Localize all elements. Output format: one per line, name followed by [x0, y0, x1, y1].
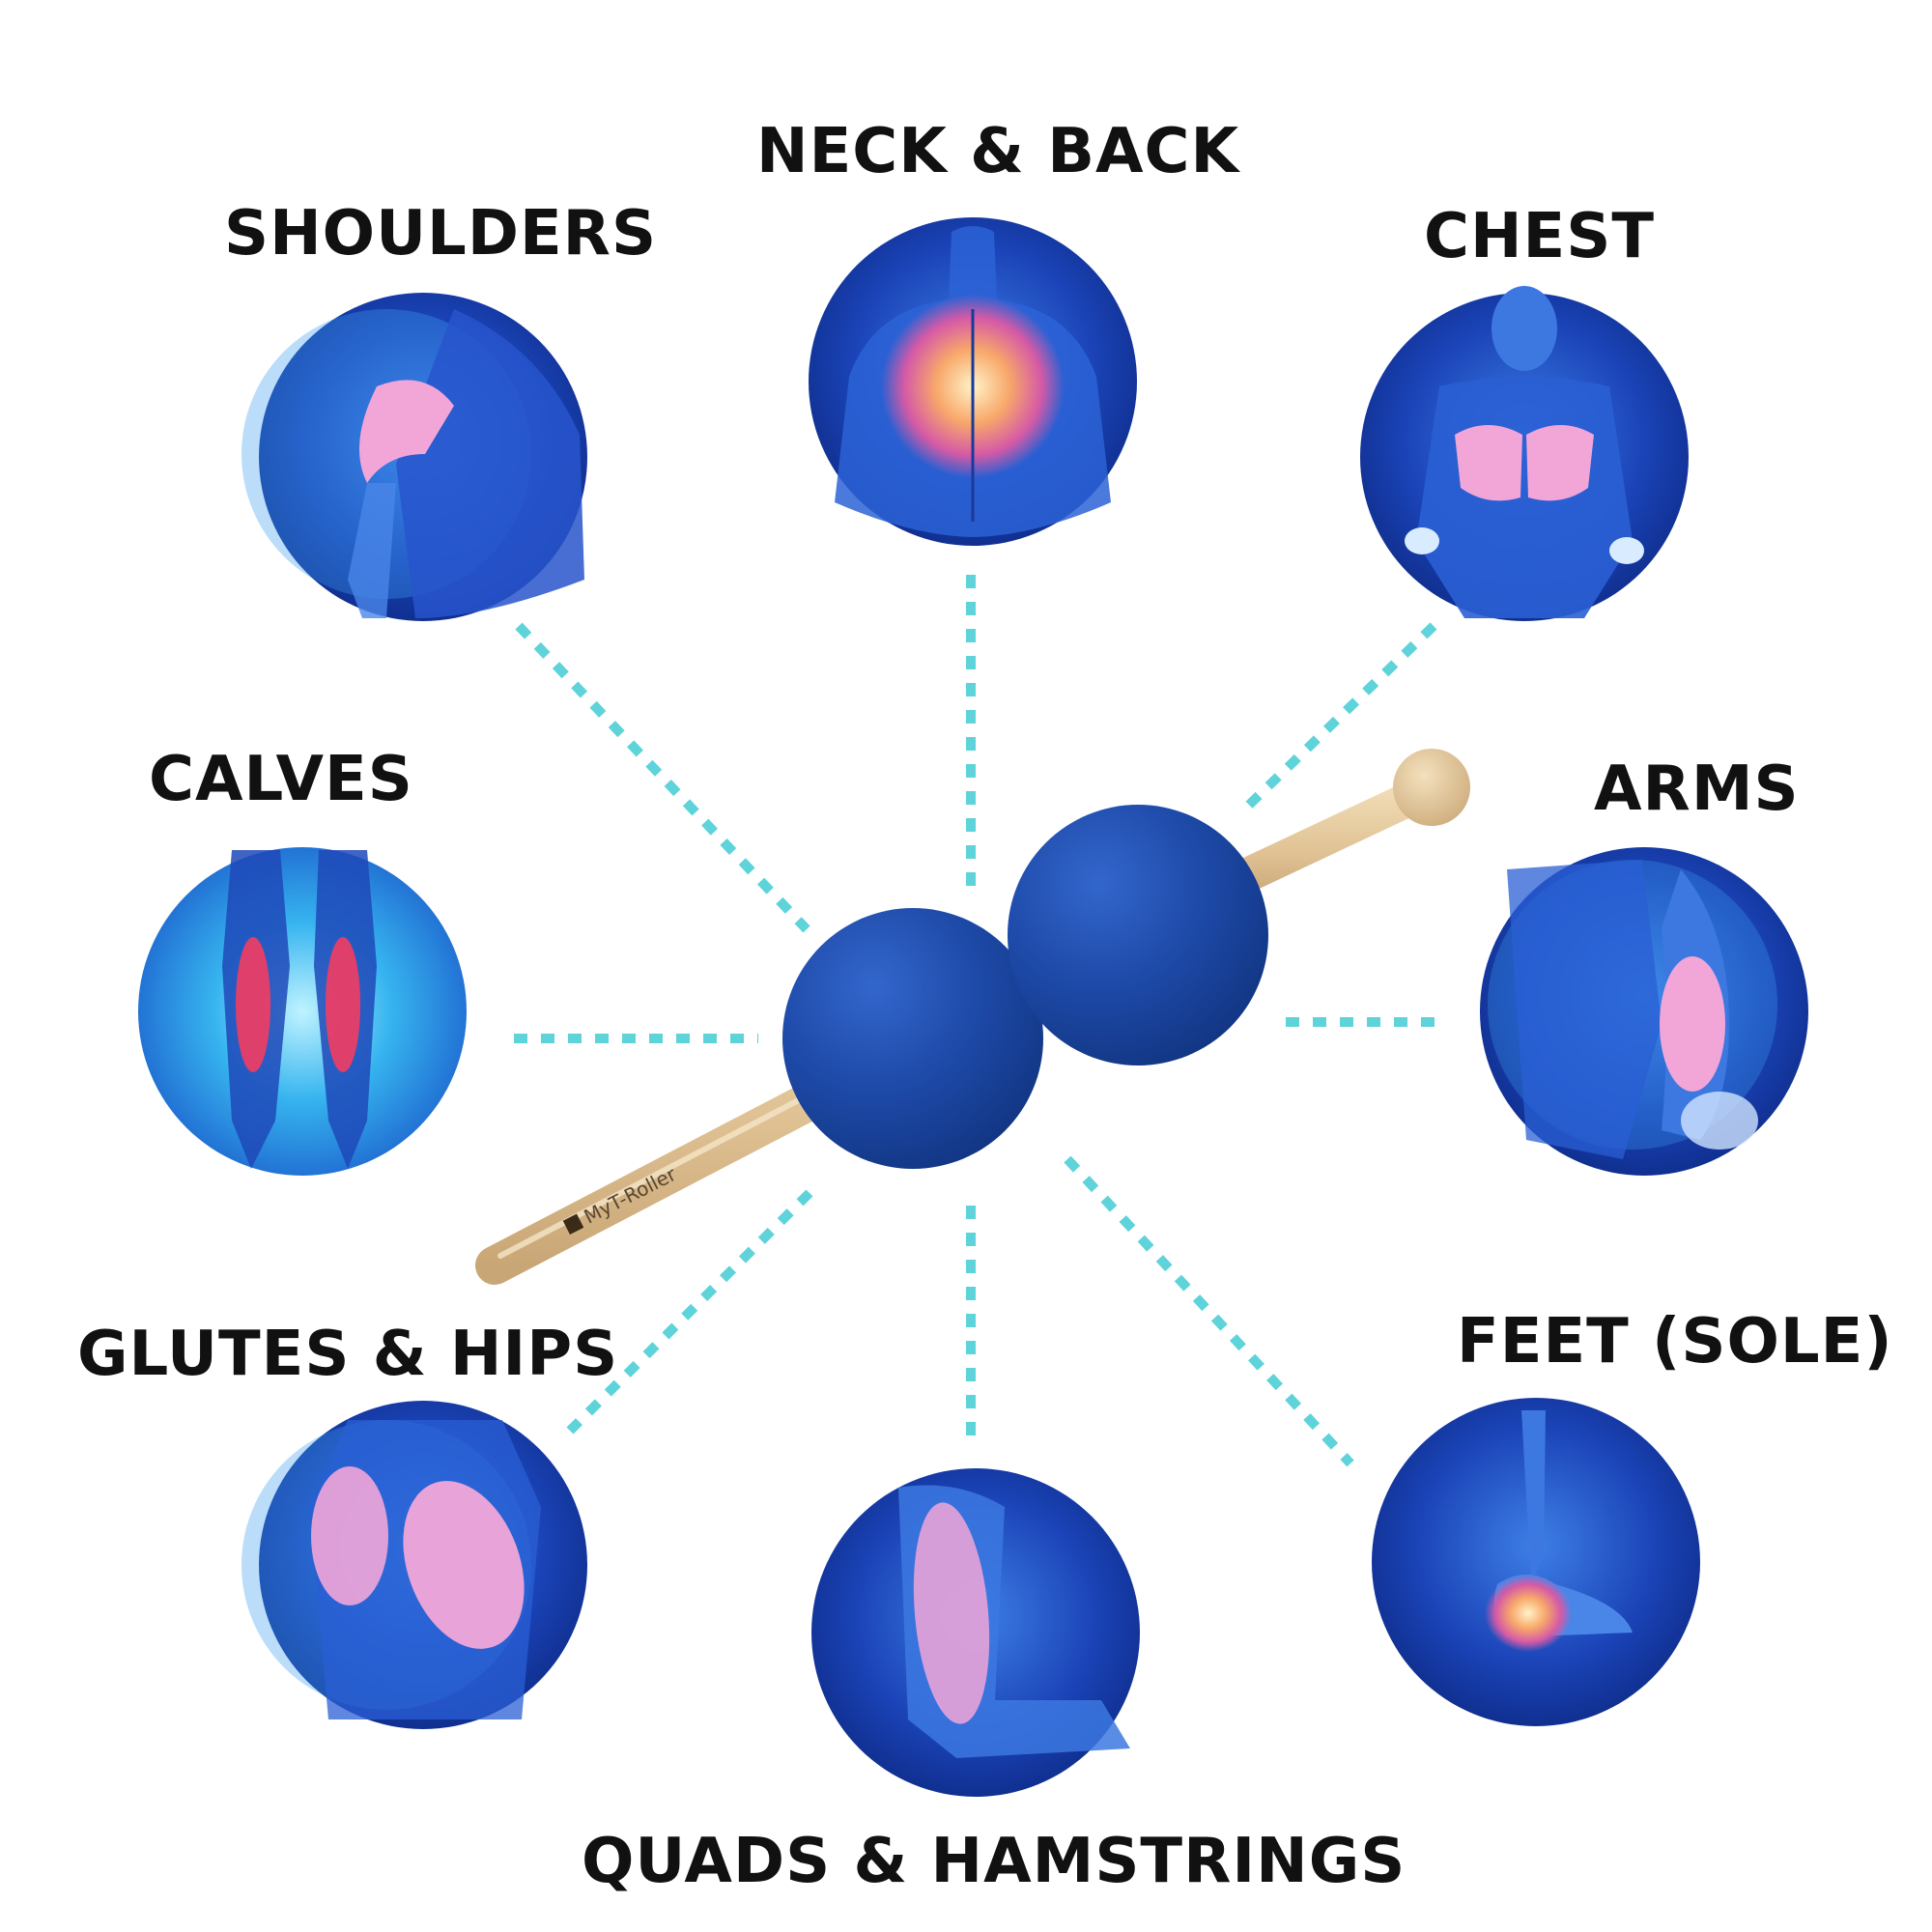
label-shoulders: SHOULDERS	[224, 198, 658, 270]
connector-chest	[1238, 622, 1437, 815]
brand-logo-icon	[562, 1213, 584, 1235]
back-muscles-icon	[835, 226, 1111, 537]
glute-muscles-icon	[309, 1420, 541, 1719]
chest-medallion	[1360, 286, 1689, 621]
label-quads-hamstrings: QUADS & HAMSTRINGS	[582, 1826, 1406, 1897]
massage-roller-product: MyT-Roller	[475, 749, 1470, 1285]
feet-sole-medallion	[1372, 1398, 1700, 1726]
connector-glutes-hips	[566, 1189, 813, 1435]
label-glutes-hips: GLUTES & HIPS	[77, 1319, 619, 1390]
chest-muscles-icon	[1405, 286, 1644, 618]
label-feet-sole: FEET (SOLE)	[1457, 1306, 1893, 1378]
roller-ball-left	[782, 908, 1043, 1169]
label-calves: CALVES	[149, 744, 413, 815]
label-neck-back: NECK & BACK	[756, 116, 1240, 187]
calf-muscles-icon	[222, 850, 377, 1169]
shoulder-muscles-icon	[348, 309, 584, 618]
arm-muscles-icon	[1507, 860, 1758, 1159]
neck-back-medallion	[809, 217, 1137, 546]
arms-medallion	[1480, 847, 1808, 1176]
shoulders-medallion	[242, 293, 587, 621]
calves-medallion	[138, 847, 467, 1176]
quads-hamstrings-medallion	[811, 1468, 1140, 1797]
glutes-hips-medallion	[242, 1401, 587, 1729]
label-arms: ARMS	[1594, 753, 1800, 825]
connector-shoulders	[515, 622, 810, 933]
foot-icon	[1485, 1410, 1633, 1652]
roller-knob	[1393, 749, 1470, 826]
thigh-muscles-icon	[898, 1485, 1130, 1758]
roller-ball-right	[1008, 805, 1268, 1065]
connector-feet-sole	[1064, 1155, 1354, 1467]
connector-lines	[514, 575, 1439, 1467]
label-chest: CHEST	[1424, 201, 1655, 272]
